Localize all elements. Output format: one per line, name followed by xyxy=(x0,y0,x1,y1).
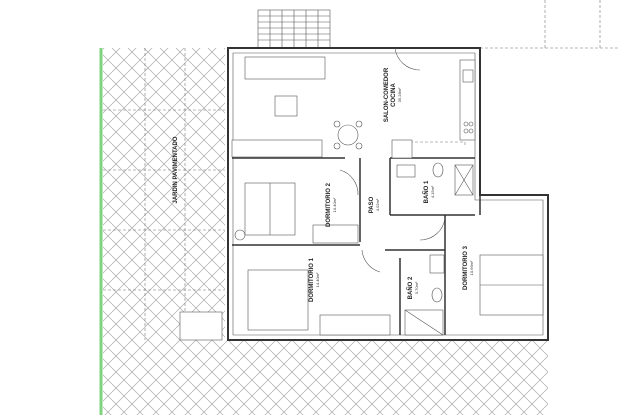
svg-text:4.02m²: 4.02m² xyxy=(375,198,380,211)
kitchen-counter xyxy=(391,59,476,159)
bathroom-fixtures xyxy=(396,162,474,336)
svg-text:10.40m²: 10.40m² xyxy=(332,197,337,212)
label-bano1: BAÑO 1 4.15m² xyxy=(423,180,435,203)
svg-text:4.15m²: 4.15m² xyxy=(430,185,435,198)
doors xyxy=(339,47,446,273)
svg-text:14.40m²: 14.40m² xyxy=(315,272,320,287)
label-salon: SALON-COMEDOR COCINA 35.28m² xyxy=(384,67,402,122)
bedroom1-furniture xyxy=(247,269,391,336)
svg-text:3.70m²: 3.70m² xyxy=(414,281,419,294)
label-paso: PASO 4.02m² xyxy=(369,196,380,213)
outer-walls xyxy=(227,47,549,341)
interior-walls xyxy=(232,157,481,335)
svg-text:JARDIN PAVIMENTADO: JARDIN PAVIMENTADO xyxy=(173,136,179,203)
bedroom3-furniture xyxy=(479,254,544,316)
label-dormitorio3: DORMITORIO 3 10.66m² xyxy=(463,245,474,290)
bedroom2-furniture xyxy=(234,182,359,244)
svg-text:BAÑO 1: BAÑO 1 xyxy=(423,180,430,203)
svg-text:DORMITORIO 2: DORMITORIO 2 xyxy=(326,182,332,227)
plot-lines xyxy=(395,0,620,49)
planter xyxy=(179,311,223,341)
living-furniture xyxy=(231,56,363,158)
svg-text:10.66m²: 10.66m² xyxy=(469,260,474,275)
label-jardin: JARDIN PAVIMENTADO xyxy=(173,136,179,203)
svg-text:COCINA: COCINA xyxy=(391,83,397,107)
label-dormitorio2: DORMITORIO 2 10.40m² xyxy=(326,182,337,227)
svg-text:DORMITORIO 1: DORMITORIO 1 xyxy=(309,257,315,302)
bottom-paving xyxy=(103,340,548,415)
garden-paving xyxy=(103,48,225,340)
svg-text:35.28m²: 35.28m² xyxy=(397,87,402,102)
svg-text:BAÑO 2: BAÑO 2 xyxy=(407,276,414,299)
svg-text:DORMITORIO 3: DORMITORIO 3 xyxy=(463,245,469,290)
svg-text:SALON-COMEDOR: SALON-COMEDOR xyxy=(384,67,390,122)
garden-grid xyxy=(103,48,225,340)
svg-text:PASO: PASO xyxy=(369,196,375,213)
label-dormitorio1: DORMITORIO 1 14.40m² xyxy=(309,257,320,302)
stairs xyxy=(257,9,331,49)
label-bano2: BAÑO 2 3.70m² xyxy=(407,276,419,299)
